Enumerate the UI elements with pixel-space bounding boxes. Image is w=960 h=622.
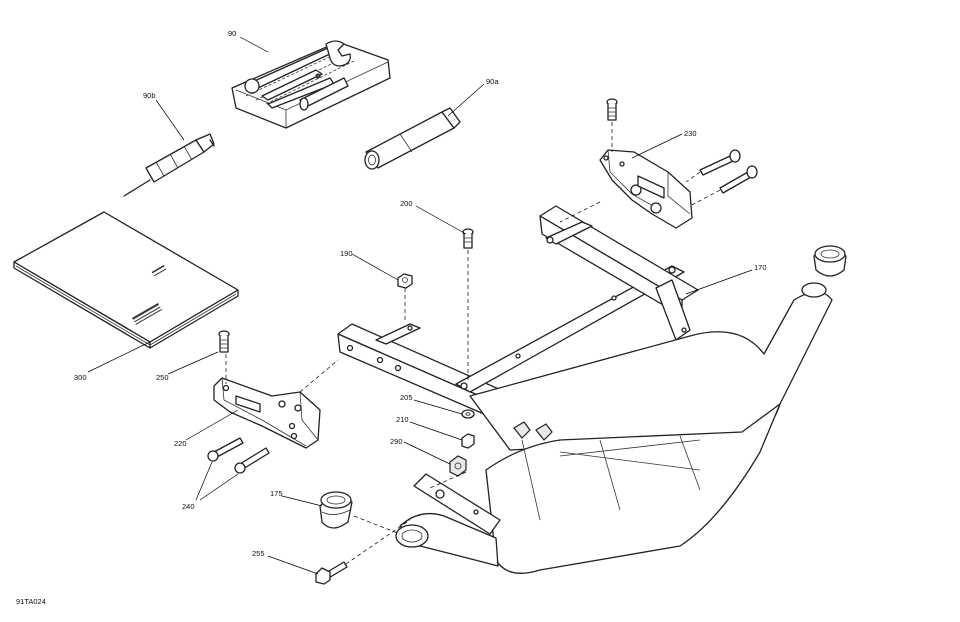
callout-200: 200 [400,199,413,208]
bolt-part-250 [218,330,230,353]
bumper-frame-part-170 [337,205,833,574]
callout-90b: 90b [143,91,156,100]
callout-175: 175 [270,489,283,498]
right-bracket-part-230 [599,98,758,229]
leader-230 [631,133,683,159]
left-bracket-part-220 [213,377,321,449]
figure-reference-code: 91TA024 [16,597,46,606]
callout-90a: 90a [486,77,499,86]
callout-170: 170 [754,263,767,272]
callout-255: 255 [252,549,265,558]
leader-205 [413,399,463,415]
leader-170 [685,269,753,295]
callout-205: 205 [400,393,413,402]
leader-250 [167,351,219,375]
leader-210 [409,421,463,441]
bolt-part-200 [462,228,474,249]
assembly-guide-lines [225,122,721,565]
leader-190 [351,253,399,281]
bolts-part-240 [207,437,270,474]
screwdriver-part-90b [123,133,215,197]
leader-90 [239,36,269,53]
leader-90a [447,83,485,117]
spark-plug-socket-part-90a [364,107,461,170]
callout-250: 250 [156,373,169,382]
callout-290: 290 [390,437,403,446]
nut-part-290 [449,455,467,477]
operator-guide-part-300 [13,211,239,349]
callout-240: 240 [182,502,195,511]
callout-220: 220 [174,439,187,448]
leader-175 [281,495,323,507]
leader-290 [403,441,451,465]
washer-part-205 [461,409,475,419]
cap-part-175 [319,491,353,529]
callout-190: 190 [340,249,353,258]
book-cover-print [132,265,167,325]
leader-90b [155,99,185,141]
nut-part-190 [397,273,413,289]
leader-240a [195,461,213,501]
cap-top-right [813,245,847,277]
leader-220 [185,409,239,441]
leader-200 [415,205,467,235]
tool-kit-part-90 [231,40,391,129]
callout-90: 90 [228,29,236,38]
leader-255 [267,555,319,575]
leader-240b [199,473,239,501]
callout-210: 210 [396,415,409,424]
callout-230: 230 [684,129,697,138]
bolt-part-255 [315,561,348,585]
nut-part-210 [461,433,475,449]
callout-300: 300 [74,373,87,382]
leader-300 [87,341,151,373]
